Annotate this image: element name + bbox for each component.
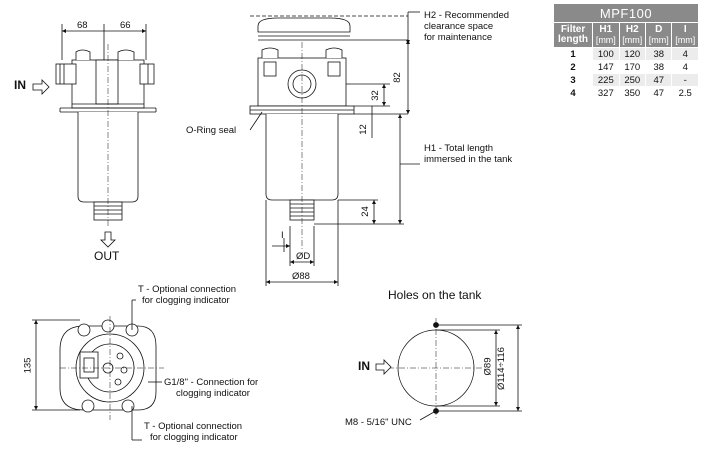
out-label: OUT xyxy=(94,249,120,263)
dim-12: 12 xyxy=(357,124,369,135)
t-top-label-line1: T - Optional connection xyxy=(138,284,237,295)
dim-24: 24 xyxy=(359,206,371,217)
t-top-label-line2: for clogging indicator xyxy=(142,295,230,306)
h1-label-line2: immersed in the tank xyxy=(424,154,513,165)
header-h2: H2[mm] xyxy=(618,22,647,48)
in-label-left: IN xyxy=(14,78,26,92)
m8-label: M8 - 5/16" UNC xyxy=(345,417,412,428)
top-view xyxy=(32,299,164,441)
g18-label-line2: clogging indicator xyxy=(176,388,250,399)
dim-114-116: Ø114÷116 xyxy=(495,347,507,390)
table-row: 4 327 350 47 2.5 xyxy=(552,86,699,100)
in-label-right: IN xyxy=(358,359,370,373)
dim-82: 82 xyxy=(391,72,403,83)
front-view xyxy=(249,11,420,286)
dim-88: Ø88 xyxy=(292,271,310,282)
h2-label-line3: for maintenance xyxy=(424,32,493,43)
dim-89: Ø89 xyxy=(482,357,494,376)
dim-diameter-d: ØD xyxy=(296,251,311,262)
dim-i: I xyxy=(281,230,284,241)
g18-label-line1: G1/8" - Connection for xyxy=(164,377,259,388)
dim-32: 32 xyxy=(369,90,381,101)
side-view xyxy=(32,24,157,248)
t-bottom-label-line2: for clogging indicator xyxy=(150,432,238,443)
h1-label-line1: H1 - Total length xyxy=(424,143,494,154)
table-title: MPF100 xyxy=(553,3,699,23)
holes-title: Holes on the tank xyxy=(388,288,482,302)
h2-label-line2: clearance space xyxy=(424,21,494,32)
t-bottom-label-line1: T - Optional connection xyxy=(144,421,243,432)
header-i: I[mm] xyxy=(671,22,699,48)
oring-label: O-Ring seal xyxy=(186,125,237,136)
dim-68: 68 xyxy=(77,20,88,31)
table-row: 3 225 250 47 - xyxy=(552,73,699,87)
dim-66: 66 xyxy=(120,20,131,31)
table-row: 2 147 170 38 4 xyxy=(552,60,699,74)
dim-135: 135 xyxy=(22,357,34,374)
header-h1: H1[mm] xyxy=(592,22,620,48)
h2-label-line1: H2 - Recommended xyxy=(424,10,510,21)
tank-holes-view xyxy=(375,318,522,421)
table-row: 1 100 120 38 4 xyxy=(552,47,699,61)
header-d: D[mm] xyxy=(645,22,673,48)
